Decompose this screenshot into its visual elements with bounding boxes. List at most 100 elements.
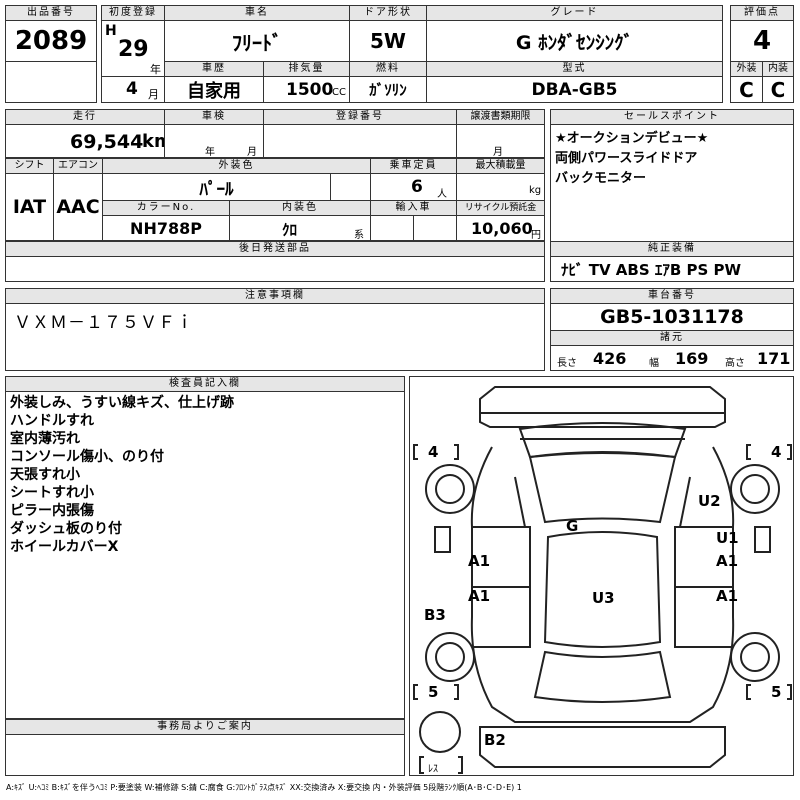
- mark-left-rear-door: A1: [468, 587, 491, 605]
- mileage-unit: km: [142, 131, 164, 152]
- office-cell: [5, 734, 405, 776]
- model-label: 型式: [426, 61, 723, 77]
- length: 426: [593, 349, 627, 368]
- sales-points: ★オークションデビュー★ 両側パワースライドドア バックモニター: [550, 124, 794, 242]
- int-color-unit: 系: [354, 230, 364, 241]
- inspector-line: 室内薄汚れ: [10, 431, 80, 447]
- inspector-line: 外装しみ、うすい線キズ、仕上げ跡: [10, 395, 234, 411]
- ext-color: ﾊﾟｰﾙ: [102, 173, 331, 201]
- score: 4: [730, 20, 794, 62]
- first-reg-label: 初度登録: [101, 5, 165, 21]
- history-label: 車歴: [164, 61, 264, 77]
- int-color-label: 内装色: [229, 200, 371, 216]
- tire-fl: 4: [428, 443, 439, 461]
- score-label: 評価点: [730, 5, 794, 21]
- import-cell-b: [413, 215, 457, 241]
- height-label: 高さ: [725, 358, 745, 369]
- exterior-grade: C: [730, 76, 763, 103]
- sales-line: ★オークションデビュー★: [555, 131, 709, 146]
- first-reg-month-cell: 4 月: [101, 76, 165, 103]
- inspector-line: ハンドルすれ: [10, 413, 94, 429]
- mark-right-front-door: U1: [716, 529, 739, 547]
- inspector-line: ダッシュ板のり付: [10, 521, 122, 537]
- capacity-unit: 人: [437, 189, 447, 200]
- fuel: ｶﾞｿﾘﾝ: [349, 76, 427, 103]
- color-no: NH788P: [102, 215, 230, 241]
- tire-rr: 5: [771, 683, 782, 701]
- inspector-line: 天張すれ小: [10, 467, 80, 483]
- tire-fr: 4: [771, 443, 782, 461]
- ext-color-label: 外装色: [102, 158, 371, 174]
- chassis-label: 車台番号: [550, 288, 794, 304]
- legend: A:ｷｽﾞ U:ﾍｺﾐ B:ｷｽﾞを伴うﾍｺﾐ P:要塗装 W:補修跡 S:錆 …: [6, 783, 522, 792]
- caution-cell: ＶＸＭ－１７５ＶＦｉ: [5, 303, 545, 371]
- car-diagram: 4 4 5 5 G U2 U1 A1 A1 A1 A1 A1 U3 B3 B2 …: [409, 376, 794, 776]
- grade-label: グレード: [426, 5, 723, 21]
- height: 171: [757, 349, 791, 368]
- displacement: 1500: [286, 80, 334, 100]
- inspector-label: 検査員記入欄: [5, 376, 405, 392]
- ac-label: エアコン: [53, 158, 103, 174]
- recycle-label: リサイクル預託金: [456, 200, 545, 216]
- mark-left-front-door: A1: [468, 552, 491, 570]
- shift: IAT: [5, 173, 54, 241]
- inspection-year-unit: 年: [205, 147, 215, 158]
- caution-label: 注意事項欄: [5, 288, 545, 304]
- mark-rear-bumper: B2: [484, 731, 506, 749]
- mark-windshield: G: [566, 517, 579, 535]
- door-label: ドア形状: [349, 5, 427, 21]
- reg-year: 29: [118, 37, 149, 62]
- car-outline: [413, 386, 792, 774]
- int-color: ｸﾛ: [282, 221, 298, 239]
- month-unit: 月: [148, 88, 159, 101]
- fuel-label: 燃料: [349, 61, 427, 77]
- car-name: ﾌﾘｰﾄﾞ: [164, 20, 350, 62]
- ac: AAC: [53, 173, 103, 241]
- sales-label: セールスポイント: [550, 109, 794, 125]
- width-label: 幅: [649, 358, 659, 369]
- inspector-notes: 外装しみ、うすい線キズ、仕上げ跡 ハンドルすれ 室内薄汚れ コンソール傷小、のり…: [5, 391, 405, 719]
- year-unit: 年: [150, 63, 161, 76]
- era: H: [105, 23, 117, 39]
- inspection-month-unit: 月: [247, 147, 257, 158]
- interior-grade: C: [762, 76, 794, 103]
- mark-right-front-door-2: A1: [716, 552, 739, 570]
- load-cell: kg: [456, 173, 545, 201]
- mark-front-right: U2: [698, 492, 721, 510]
- displacement-cell: 1500 CC: [263, 76, 350, 103]
- displacement-label: 排気量: [263, 61, 350, 77]
- reg-no-label: 登録番号: [263, 109, 457, 125]
- mileage-cell: 69,544 km: [5, 124, 165, 158]
- capacity-cell: 6 人: [370, 173, 457, 201]
- model: DBA-GB5: [426, 76, 723, 103]
- inspector-line: シートすれ小: [10, 485, 94, 501]
- sales-line: バックモニター: [555, 171, 647, 186]
- lot-no: 2089: [5, 20, 97, 62]
- car-name-label: 車名: [164, 5, 350, 21]
- inspection-cell: 年 月: [164, 124, 264, 158]
- load-unit: kg: [529, 185, 542, 196]
- caution-text: ＶＸＭ－１７５ＶＦｉ: [14, 313, 194, 333]
- lot-no-empty: [5, 61, 97, 103]
- tire-rl: 5: [428, 683, 439, 701]
- transfer-label: 譲渡書類期限: [456, 109, 545, 125]
- grade: G ﾎﾝﾀﾞｾﾝｼﾝｸﾞ: [426, 20, 723, 62]
- inspector-line: コンソール傷小、のり付: [10, 449, 164, 465]
- later-parts-cell: [5, 256, 545, 282]
- door: 5W: [349, 20, 427, 62]
- capacity: 6: [411, 177, 423, 197]
- mark-left-rear-quarter: B3: [424, 606, 446, 624]
- mark-roof: U3: [592, 589, 615, 607]
- recycle: 10,060: [471, 219, 533, 238]
- reg-no-cell: [263, 124, 457, 158]
- sales-line: 両側パワースライドドア: [555, 151, 698, 166]
- reg-month: 4: [126, 79, 138, 99]
- specs-cell: 長さ 426 幅 169 高さ 171: [550, 345, 794, 371]
- transfer-month-unit: 月: [493, 147, 503, 158]
- transfer-cell: 月: [456, 124, 545, 158]
- interior-label: 内装: [762, 61, 794, 77]
- recycle-cell: 10,060 円: [456, 215, 545, 241]
- ext-color-extra: [330, 173, 371, 201]
- office-label: 事務局よりご案内: [5, 719, 405, 735]
- spare-tire-label: ﾚｽ: [428, 764, 438, 775]
